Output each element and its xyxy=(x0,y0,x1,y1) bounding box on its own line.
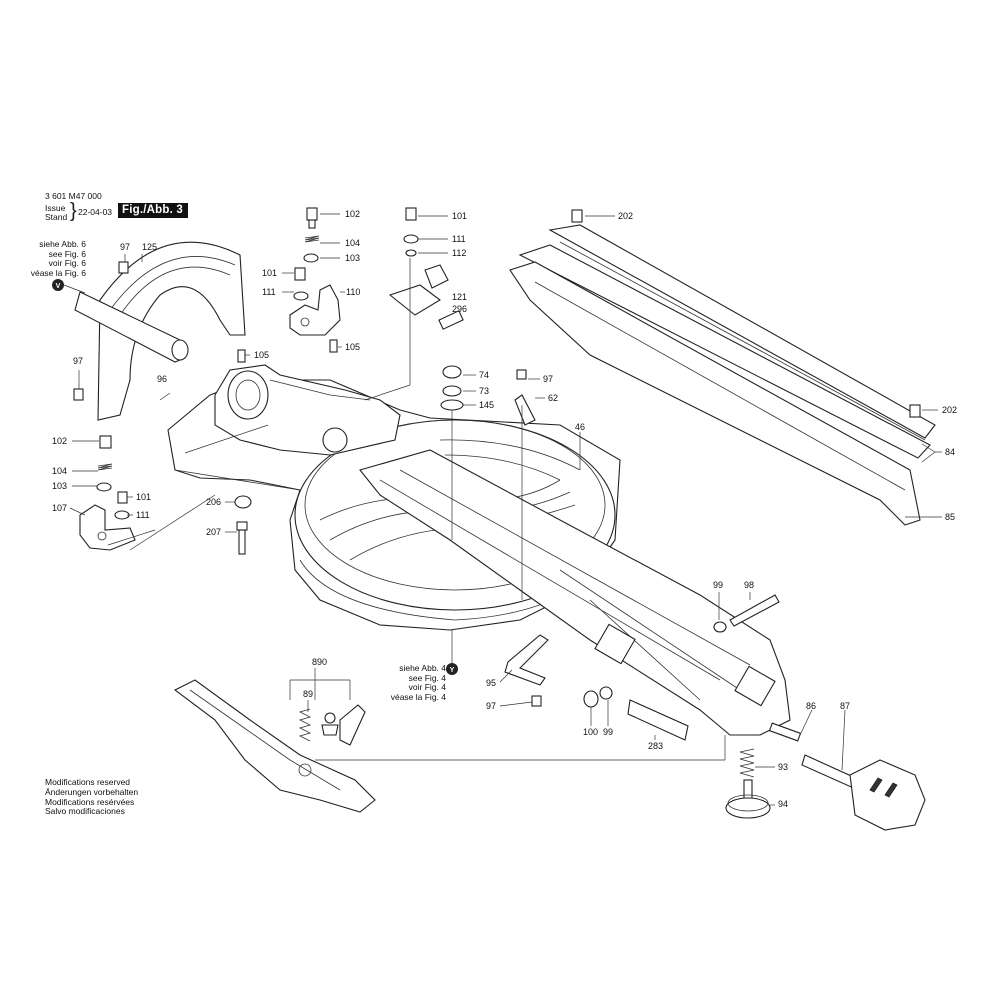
label-111-left: 111 xyxy=(136,510,150,520)
label-95: 95 xyxy=(486,678,496,688)
label-145: 145 xyxy=(479,400,494,410)
pin-part-86 xyxy=(768,722,802,742)
bracket-part-110 xyxy=(289,284,341,336)
label-93: 93 xyxy=(778,762,788,772)
label-73: 73 xyxy=(479,386,489,396)
label-96: 96 xyxy=(157,374,167,384)
small-hardware xyxy=(73,207,921,708)
label-202-top: 202 xyxy=(618,211,633,221)
see-fig4-de: siehe Abb. 4 xyxy=(399,663,446,673)
brace-symbol: } xyxy=(70,200,77,222)
leader-lines xyxy=(69,213,942,806)
label-94: 94 xyxy=(778,799,788,809)
label-104-top: 104 xyxy=(345,238,360,248)
see-fig4-es: véase la Fig. 4 xyxy=(390,691,446,702)
angle-scale-part-96 xyxy=(97,241,246,421)
label-101-left: 101 xyxy=(136,492,151,502)
label-46: 46 xyxy=(575,422,585,432)
lever-part-890 xyxy=(173,679,376,813)
document-number: 3 601 M47 000 xyxy=(45,191,102,201)
label-89: 89 xyxy=(303,689,313,699)
label-111-right: 111 xyxy=(452,234,466,244)
label-87: 87 xyxy=(840,701,850,711)
label-111-mid: 111 xyxy=(262,287,276,297)
see-fig6-fr: voir Fig. 6 xyxy=(48,258,86,269)
see-fig4-en: see Fig. 4 xyxy=(408,672,446,683)
label-121: 121 xyxy=(452,292,467,302)
label-105-left: 105 xyxy=(254,350,269,360)
label-107: 107 xyxy=(52,503,67,513)
see-fig4-note: siehe Abb. 4 see Fig. 4 voir Fig. 4 véas… xyxy=(348,663,446,702)
label-207: 207 xyxy=(206,527,221,537)
label-104-left: 104 xyxy=(52,466,67,476)
label-85: 85 xyxy=(945,512,955,522)
label-74: 74 xyxy=(479,370,489,380)
label-99-right: 99 xyxy=(713,580,723,590)
see-fig6-de: siehe Abb. 6 xyxy=(39,239,86,249)
label-97-bottom: 97 xyxy=(486,701,496,711)
label-101-mid: 101 xyxy=(262,268,277,278)
label-100: 100 xyxy=(583,727,598,737)
bracket-part-107 xyxy=(79,504,156,551)
see-fig4-fr: voir Fig. 4 xyxy=(408,682,446,693)
guide-rail-part-85 xyxy=(509,261,921,526)
label-102-left: 102 xyxy=(52,436,67,446)
label-103-left: 103 xyxy=(52,481,67,491)
label-62: 62 xyxy=(548,393,558,403)
fig6-ref-badge: V xyxy=(52,279,86,294)
label-125: 125 xyxy=(142,242,157,252)
label-296: 296 xyxy=(452,304,467,314)
label-103-top: 103 xyxy=(345,253,360,263)
pivot-shaft xyxy=(74,291,189,363)
bracket-part-62 xyxy=(514,394,536,426)
see-fig6-note: siehe Abb. 6 see Fig. 6 voir Fig. 6 véas… xyxy=(20,239,86,278)
label-105-mid: 105 xyxy=(345,342,360,352)
label-97-mid: 97 xyxy=(543,374,553,384)
label-202-right: 202 xyxy=(942,405,957,415)
label-206: 206 xyxy=(206,497,221,507)
label-283: 283 xyxy=(648,741,663,751)
thumb-knob-part-94 xyxy=(725,779,771,819)
see-fig6-en: see Fig. 6 xyxy=(48,248,86,259)
modifications-es: Salvo modificaciones xyxy=(45,806,125,817)
figure-badge: Fig./Abb. 3 xyxy=(118,203,188,218)
label-84: 84 xyxy=(945,447,955,457)
label-86: 86 xyxy=(806,701,816,711)
label-112: 112 xyxy=(452,248,466,258)
label-110: 110 xyxy=(346,287,360,297)
knob-part-87 xyxy=(801,754,926,831)
bracket-part-95 xyxy=(504,634,549,686)
issue-date: 22-04-03 xyxy=(78,207,113,217)
label-plate-part-283 xyxy=(627,699,689,741)
extension-arm xyxy=(315,449,791,761)
label-98: 98 xyxy=(744,580,754,590)
label-97-left: 97 xyxy=(73,356,83,366)
modifications-en: Modifications reserved xyxy=(45,777,131,787)
modifications-note: Modifications reserved Änderungen vorbeh… xyxy=(45,777,139,817)
svg-text:V: V xyxy=(56,283,61,290)
label-102-top: 102 xyxy=(345,209,360,219)
modifications-fr: Modifications resérvées xyxy=(45,796,135,807)
issue-label: Issue xyxy=(45,203,66,213)
stand-label: Stand xyxy=(45,212,68,222)
svg-text:Y: Y xyxy=(450,667,455,674)
part-number-labels: 102 104 103 101 111 110 105 101 111 112 … xyxy=(52,209,957,809)
label-97-top: 97 xyxy=(120,242,130,252)
label-890: 890 xyxy=(312,657,327,667)
spring-part-89 xyxy=(289,679,366,746)
label-99-bottom: 99 xyxy=(603,727,613,737)
spring-part-93 xyxy=(739,748,755,778)
modifications-de: Änderungen vorbehalten xyxy=(45,786,139,797)
see-fig6-es: véase la Fig. 6 xyxy=(30,267,86,278)
guide-rail-part-84 xyxy=(518,224,936,459)
label-101-right: 101 xyxy=(452,211,467,221)
